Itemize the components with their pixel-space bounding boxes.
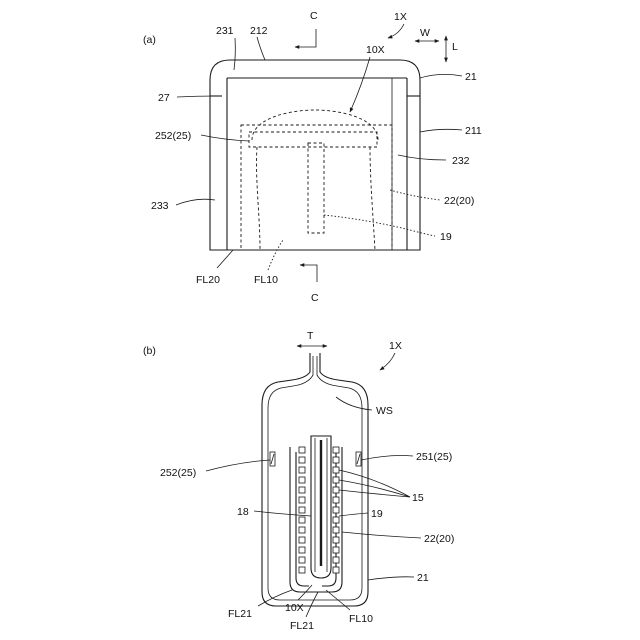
label-21-b: 21 [417,572,429,584]
inner-wall-right-dashed [370,147,375,250]
panel-label-b: (b) [143,345,156,357]
lead-19-outline [308,143,324,233]
leader-233 [176,199,215,205]
leader-252-b [206,460,270,471]
leader-ws [336,397,372,410]
figure-a: (a) C 1X W L [143,10,482,304]
direction-indicator-w: W [415,27,439,41]
leader-fl20 [217,250,233,268]
leader-231 [234,38,235,70]
label-10x-a: 10X [366,44,385,56]
label-22-20-b: 22(20) [424,533,454,545]
panel-label-a: (a) [143,34,156,46]
element-stack-left [299,447,305,573]
label-fl10-a: FL10 [254,274,278,286]
leader-22-20-a [390,190,440,200]
label-21-a: 21 [465,71,477,83]
ref-1x-a: 1X [394,11,407,23]
section-label-bottom: C [311,292,319,304]
section-marker-top: C [295,10,318,47]
leader-10x-a [350,57,370,112]
dir-t-label: T [307,330,314,342]
label-fl20: FL20 [196,274,220,286]
dir-w-label: W [420,27,430,39]
label-fl21-left: FL21 [228,608,252,620]
separator-22-outline [241,125,392,250]
leader-211 [420,129,462,132]
label-231: 231 [216,25,234,37]
outer-package-21 [210,60,420,250]
label-232: 232 [452,155,470,167]
label-27: 27 [158,92,170,104]
leader-19-a [324,215,435,236]
section-label-top: C [310,10,318,22]
ref-1x-a-arrow [388,24,404,38]
dir-l-label: L [452,41,458,53]
label-ws: WS [376,405,393,417]
leader-15-a [339,470,410,497]
label-15: 15 [412,492,424,504]
leader-fl21-bottom [306,592,318,617]
label-fl21-bottom: FL21 [290,620,314,632]
label-19-b: 19 [371,508,383,520]
direction-indicator-l: L [446,36,458,62]
tab-252-outline [249,132,377,147]
figure-b: (b) T 1X [143,330,454,632]
ref-1x-b: 1X [389,340,402,352]
label-10x-b: 10X [285,602,304,614]
label-251-25-b: 251(25) [416,451,452,463]
leader-15-b [339,480,410,497]
label-211: 211 [465,125,482,137]
leader-19-b [339,513,368,516]
label-18: 18 [237,506,249,518]
label-fl10-b: FL10 [349,613,373,625]
leader-232 [398,155,446,160]
label-252-25-a: 252(25) [155,130,191,142]
label-252-25-b: 252(25) [160,467,196,479]
leader-252-a [201,135,249,141]
inner-wall-left [257,147,260,250]
section-marker-bottom: C [300,265,319,304]
leader-21-b [368,577,414,580]
leader-251-b [361,456,413,461]
label-19-a: 19 [440,231,452,243]
leader-212 [257,37,265,60]
label-22-20-a: 22(20) [444,195,474,207]
leader-fl10-a [268,240,283,270]
direction-indicator-t: T [297,330,327,346]
leader-22-20-b [342,532,421,538]
leader-21-a [420,74,462,78]
ref-1x-b-arrow [380,353,395,370]
label-233: 233 [151,200,169,212]
label-212: 212 [250,25,268,37]
